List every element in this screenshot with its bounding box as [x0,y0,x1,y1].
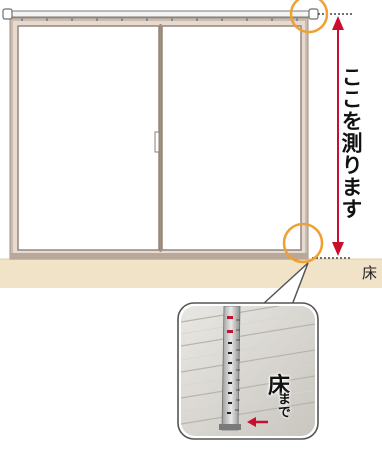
callout-pointer [261,262,309,306]
window-frame [9,17,309,260]
bottom-highlight-circle [282,222,324,264]
top-highlight-circle [289,0,329,34]
rail-end-left [2,8,13,20]
callout-photo [177,302,319,440]
floor-band [0,259,382,288]
window-handle [154,131,160,153]
measuring-tape [219,306,241,431]
window-pane-left [17,25,160,251]
window-pane-right [161,25,302,251]
rail-end-right [308,8,319,20]
measure-here-label: ここを測ります [339,66,363,220]
left-arrow-icon [247,417,268,427]
curtain-rail [2,8,319,21]
measurement-arrow [332,16,344,256]
floor-label: 床 [362,264,378,282]
callout-to-label: まで [275,392,290,418]
callout-floor-label: 床 [268,374,291,399]
